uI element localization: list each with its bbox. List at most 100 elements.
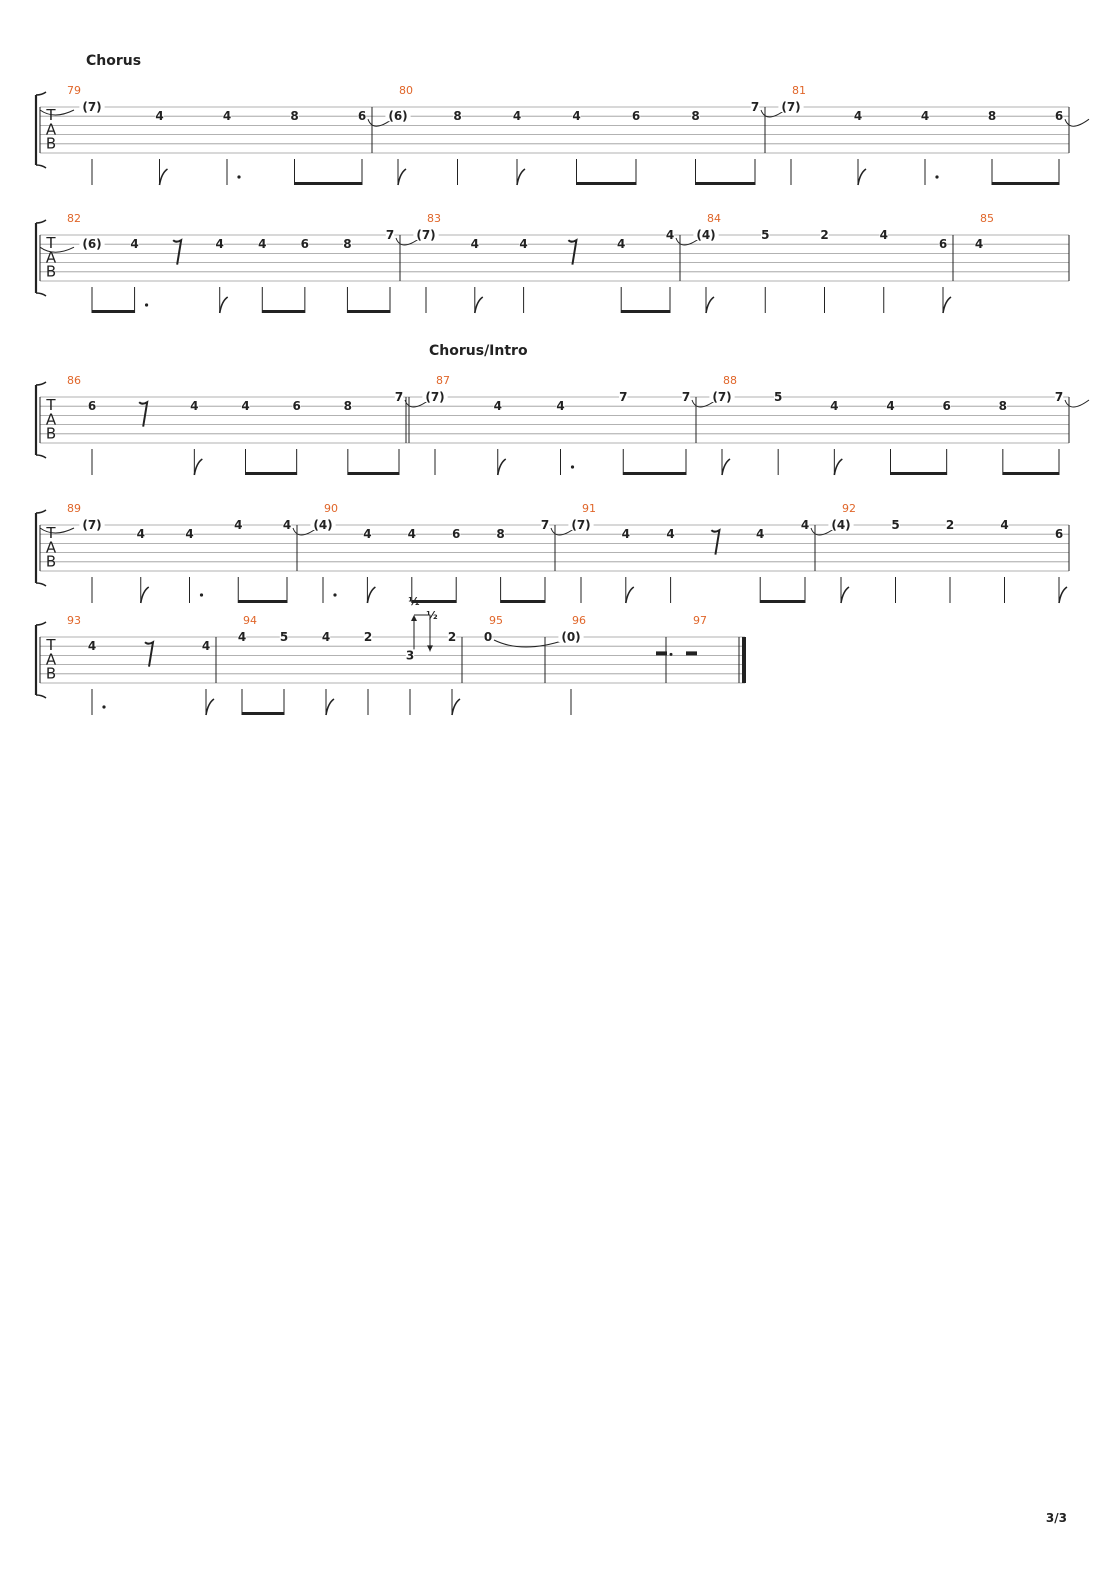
tab-clef-letter: A <box>46 538 57 556</box>
fret-number: 4 <box>617 237 625 251</box>
dot-mark <box>570 465 575 469</box>
tab-clef-letter: T <box>45 396 56 414</box>
fret-bg <box>1054 527 1064 540</box>
measure-number: 83 <box>427 212 441 225</box>
fret-number: 4 <box>185 527 193 541</box>
tie-arc <box>367 118 393 127</box>
fret-number: (7) <box>712 390 731 404</box>
fret-number: 8 <box>496 527 504 541</box>
measure-number: 80 <box>399 84 413 97</box>
fret-bg <box>756 527 765 540</box>
tab-clef-letter: A <box>46 410 57 428</box>
fret-number: 4 <box>137 527 145 541</box>
dot-mark <box>102 705 106 709</box>
fret-bg <box>621 527 630 540</box>
fret-number: (7) <box>82 100 101 114</box>
fret-bg <box>496 527 505 540</box>
fret-bg <box>453 109 462 122</box>
tie-arc <box>760 109 786 118</box>
fret-number: 4 <box>622 527 630 541</box>
fret-number: (4) <box>313 518 332 532</box>
note-beam <box>890 472 947 475</box>
note-flag <box>857 168 867 186</box>
dot-mark <box>144 303 149 307</box>
note-flag <box>397 168 407 186</box>
measure-number: 82 <box>67 212 81 225</box>
fret-bg <box>452 527 461 540</box>
fret-bg <box>1054 390 1064 402</box>
fret-number: 6 <box>939 237 947 251</box>
fret-bg <box>773 390 783 402</box>
measure-number: 91 <box>582 502 596 515</box>
fret-bg <box>405 648 415 661</box>
fret-bg <box>920 109 930 122</box>
fret-number: 4 <box>283 518 291 532</box>
measure-number: 93 <box>67 614 81 627</box>
note-beam <box>992 182 1059 185</box>
fret-bg <box>292 399 301 412</box>
note-flag <box>218 296 229 314</box>
fret-number: 4 <box>258 237 266 251</box>
note-beam <box>245 472 297 475</box>
fret-number: 4 <box>666 527 674 541</box>
note-flag <box>721 458 731 476</box>
note-beam <box>500 600 545 603</box>
fret-bg <box>79 237 105 250</box>
measure-number: 86 <box>67 374 81 387</box>
fret-bg <box>820 228 829 240</box>
tie-arc <box>39 246 75 253</box>
fret-number: 4 <box>322 630 330 644</box>
fret-bg <box>800 518 810 530</box>
fret-bg <box>357 109 367 122</box>
measure-number: 92 <box>842 502 856 515</box>
fret-bg <box>258 237 267 250</box>
fret-number: 8 <box>344 399 352 413</box>
fret-number: 4 <box>238 630 246 644</box>
fret-number: 2 <box>820 228 828 242</box>
tab-clef-letter: B <box>46 263 56 281</box>
note-beam <box>1002 472 1059 475</box>
tie-arc <box>292 527 318 536</box>
fret-number: 4 <box>471 237 479 251</box>
fret-number: 6 <box>358 109 366 123</box>
note-flag <box>705 296 715 314</box>
fret-bg <box>321 630 331 642</box>
fret-number: 4 <box>756 527 764 541</box>
note-flag <box>840 586 850 604</box>
dot-mark <box>237 175 241 179</box>
fret-bg <box>215 237 224 250</box>
measure-number: 87 <box>436 374 450 387</box>
tie-arc <box>550 527 576 536</box>
fret-number: (7) <box>571 518 590 532</box>
measure-number: 84 <box>707 212 721 225</box>
fret-bg <box>974 237 984 250</box>
fret-number: 4 <box>801 518 809 532</box>
fret-number: 4 <box>556 399 564 413</box>
tab-clef-letter: B <box>46 665 56 683</box>
note-flag <box>193 458 203 476</box>
fret-bg <box>300 237 310 250</box>
fret-number: (4) <box>831 518 850 532</box>
tab-clef-letter: B <box>46 553 56 571</box>
rest-mark <box>144 640 155 667</box>
fret-number: 7 <box>1055 390 1063 404</box>
section-label-chorus-intro: Chorus/Intro <box>429 343 528 359</box>
fret-number: (7) <box>416 228 435 242</box>
fret-bg <box>617 237 626 250</box>
fret-bg <box>155 109 164 122</box>
fret-bg <box>665 228 675 240</box>
note-beam <box>623 472 686 475</box>
fret-number: 2 <box>448 630 456 644</box>
system-bracket-tip <box>35 219 47 297</box>
fret-number: 6 <box>301 237 309 251</box>
fret-number: 5 <box>774 390 782 404</box>
system-bracket-tip <box>35 509 47 587</box>
bend-label: ½ <box>408 595 419 608</box>
fret-number: 8 <box>691 109 699 123</box>
fret-bg <box>87 639 97 652</box>
note-flag <box>325 698 335 716</box>
system-bracket-tip <box>35 91 47 169</box>
